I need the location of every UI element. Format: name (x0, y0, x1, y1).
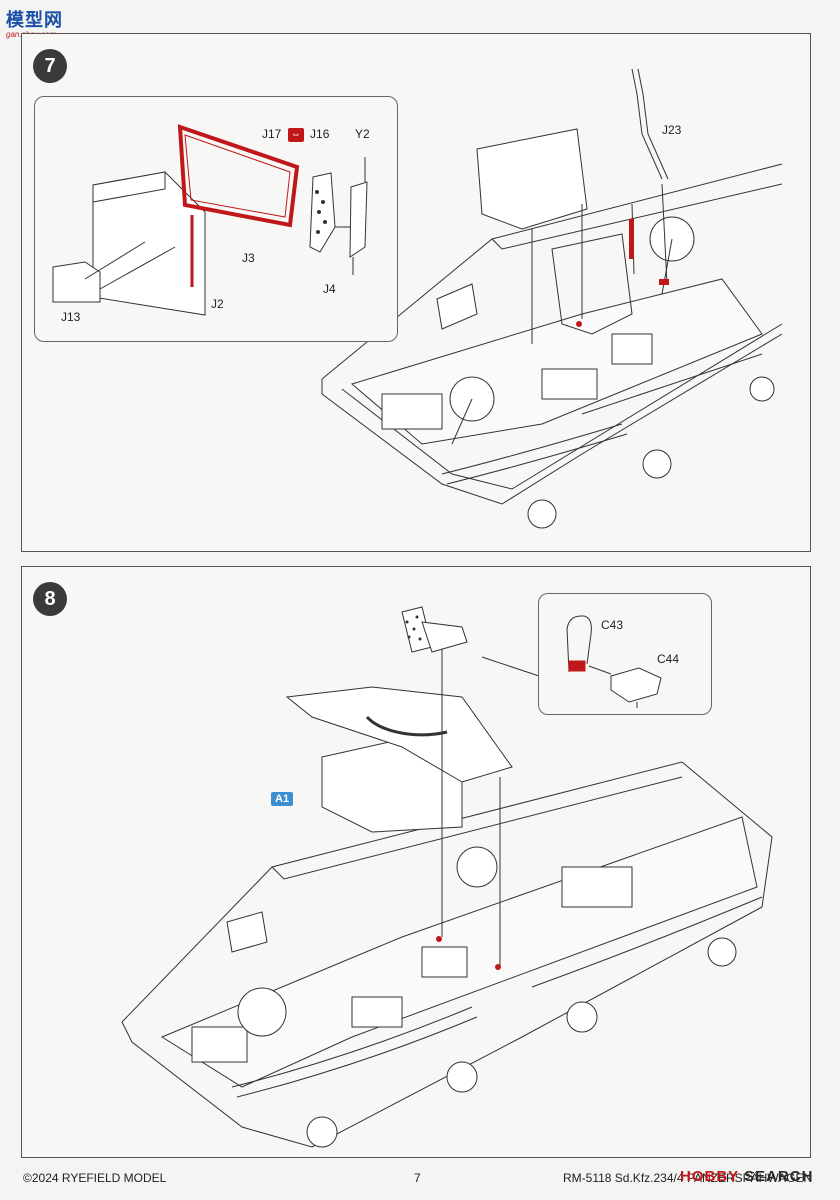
step-7-inset-drawing (52, 124, 368, 316)
step-7-hull-drawing (321, 68, 783, 529)
label-j2: J2 (211, 297, 224, 311)
label-j13: J13 (61, 310, 81, 324)
label-j17: J17 (262, 127, 282, 141)
footer-copyright: ©2024 RYEFIELD MODEL (23, 1171, 167, 1185)
label-c43: C43 (601, 618, 624, 632)
step-8-hull-drawing (121, 606, 773, 1148)
label-j3: J3 (242, 251, 255, 265)
part-tag-a1: A1 (271, 792, 294, 806)
step-8-panel: 8 (21, 566, 811, 1158)
logo-title: 模型网 (6, 10, 63, 30)
label-j17-j16: J17 ⇔ J16 (262, 127, 329, 142)
footer-page-number: 7 (414, 1171, 421, 1185)
label-c44: C44 (657, 652, 680, 666)
step-7-inset: J17 ⇔ J16 Y2 J3 J4 J13 J2 (34, 96, 398, 342)
step-7-badge: 7 (33, 49, 67, 83)
label-j23: J23 (662, 123, 682, 137)
label-j4: J4 (323, 282, 336, 296)
footer-kit-code: RM-5118 Sd.Kfz.234/4 PANZERSPÄHWAGEN (563, 1171, 813, 1185)
step-8-inset-drawing (566, 615, 662, 708)
step-8-inset: C43 C44 (538, 593, 712, 715)
swap-arrows-icon: ⇔ (287, 127, 304, 142)
step-7-panel: 7 (21, 33, 811, 552)
brand-hobby: HOBBY (680, 1168, 739, 1185)
brand-logo: HOBBY SEARCH (680, 1168, 813, 1185)
step-8-badge: 8 (33, 582, 67, 616)
label-j16: J16 (310, 127, 330, 141)
brand-search: SEARCH (744, 1168, 814, 1185)
label-y2: Y2 (355, 127, 370, 141)
